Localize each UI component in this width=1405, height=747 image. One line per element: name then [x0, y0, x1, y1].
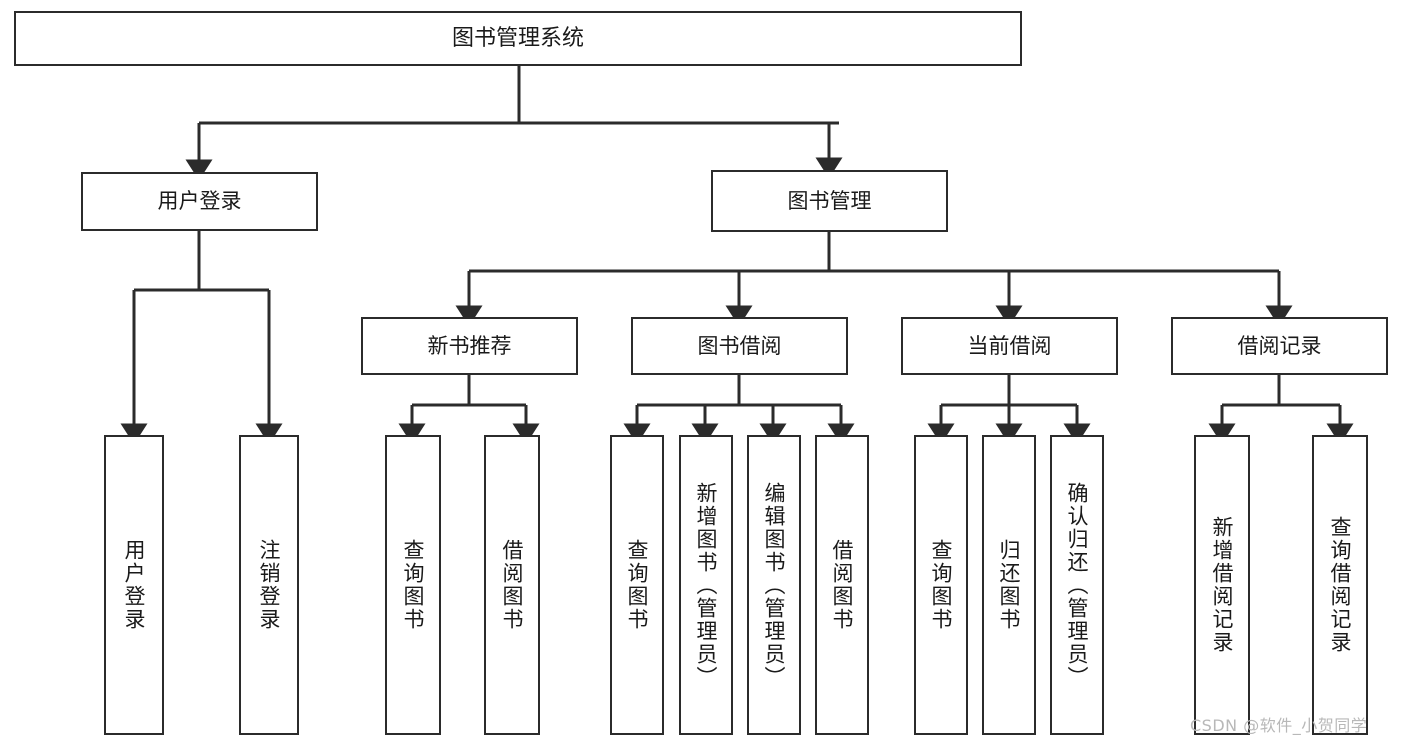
leaf-add-borrow-record[interactable]: 新增借阅记录: [1194, 435, 1250, 735]
leaf-confirm-return-admin[interactable]: 确认归还（管理员）: [1050, 435, 1104, 735]
node-new-book-recommend[interactable]: 新书推荐: [361, 317, 578, 375]
node-label: 归还图书: [997, 539, 1022, 631]
node-label: 确认归还（管理员）: [1065, 481, 1090, 689]
node-label: 注销登录: [257, 539, 282, 631]
node-label: 图书管理系统: [451, 25, 584, 51]
node-user-login[interactable]: 用户登录: [81, 172, 318, 231]
node-root-system[interactable]: 图书管理系统: [14, 11, 1022, 66]
leaf-borrow-book[interactable]: 借阅图书: [815, 435, 869, 735]
node-label: 图书借阅: [697, 333, 782, 358]
node-label: 新书推荐: [427, 333, 512, 358]
node-label: 查询图书: [929, 539, 954, 631]
node-label: 编辑图书（管理员）: [762, 481, 787, 689]
leaf-borrow-book-new[interactable]: 借阅图书: [484, 435, 540, 735]
node-label: 借阅图书: [830, 539, 855, 631]
leaf-query-book-current[interactable]: 查询图书: [914, 435, 968, 735]
leaf-return-book[interactable]: 归还图书: [982, 435, 1036, 735]
leaf-user-login[interactable]: 用户登录: [104, 435, 164, 735]
node-book-borrow[interactable]: 图书借阅: [631, 317, 848, 375]
node-label: 用户登录: [157, 189, 242, 214]
leaf-query-borrow-record[interactable]: 查询借阅记录: [1312, 435, 1368, 735]
node-borrow-record[interactable]: 借阅记录: [1171, 317, 1388, 375]
node-label: 当前借阅: [967, 333, 1052, 358]
node-label: 借阅图书: [500, 539, 525, 631]
node-label: 图书管理: [787, 188, 872, 213]
node-book-management[interactable]: 图书管理: [711, 170, 948, 232]
leaf-logout-login[interactable]: 注销登录: [239, 435, 299, 735]
node-label: 新增借阅记录: [1210, 516, 1235, 654]
node-current-borrow[interactable]: 当前借阅: [901, 317, 1118, 375]
leaf-edit-book-admin[interactable]: 编辑图书（管理员）: [747, 435, 801, 735]
node-label: 用户登录: [122, 539, 147, 631]
node-label: 查询图书: [401, 539, 426, 631]
leaf-add-book-admin[interactable]: 新增图书（管理员）: [679, 435, 733, 735]
leaf-query-book-borrow[interactable]: 查询图书: [610, 435, 664, 735]
node-label: 查询图书: [625, 539, 650, 631]
node-label: 查询借阅记录: [1328, 516, 1353, 654]
node-label: 新增图书（管理员）: [694, 481, 719, 689]
leaf-query-book-new[interactable]: 查询图书: [385, 435, 441, 735]
node-label: 借阅记录: [1237, 333, 1322, 358]
